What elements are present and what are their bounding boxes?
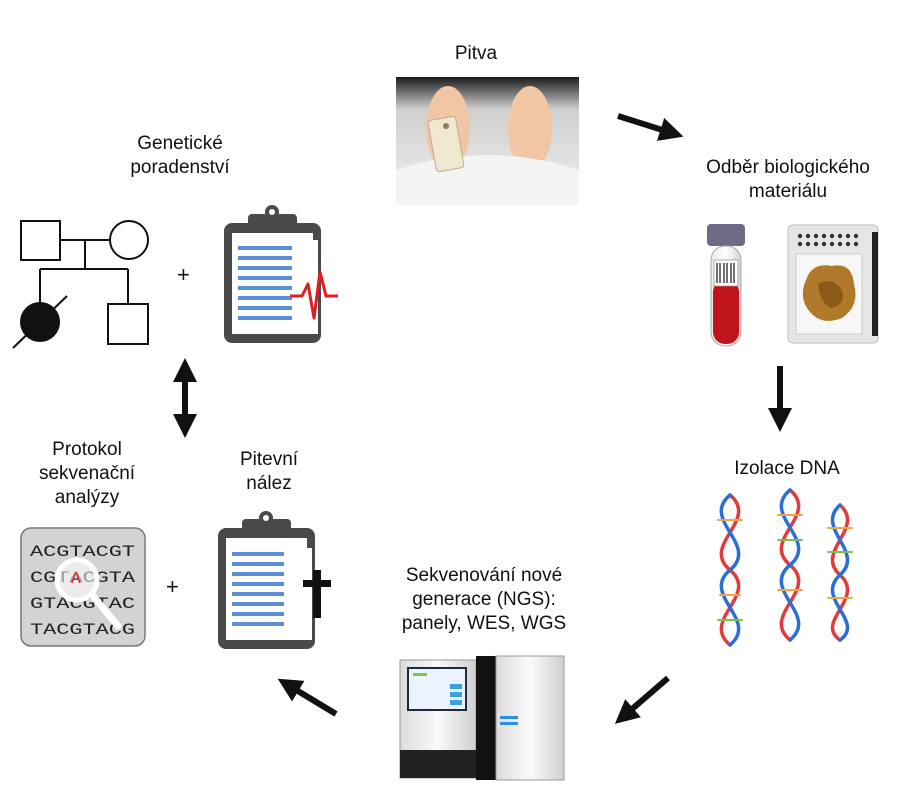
label-autopsy: Pitva [454, 43, 498, 64]
flow-arrows [173, 113, 792, 724]
magnifier-icon [88, 591, 122, 630]
plus-sign-top: + [177, 262, 190, 287]
sequence-row-3: GTACGTAC [30, 595, 135, 613]
pedigree-mother [109, 220, 149, 260]
clipboard-cross-icon [218, 511, 331, 649]
tissue-cassette-icon [787, 224, 879, 344]
arrow-dna-to-sequencing [614, 675, 670, 724]
pedigree-son [107, 303, 149, 345]
magnifier-lens [54, 557, 100, 603]
highlighted-base: A [71, 570, 81, 588]
arrow-sequencing-to-finding [277, 678, 338, 717]
pedigree-father [20, 220, 61, 261]
sequence-row-4: TACGTACG [30, 621, 135, 639]
label-dna-isolation: Izolace DNA [734, 458, 840, 479]
cross-icon [303, 570, 331, 618]
sequencer-machine-image [399, 655, 565, 781]
pedigree-chart [12, 220, 149, 349]
dna-helix-image [717, 488, 853, 647]
arrow-autopsy-to-sampling [617, 113, 684, 141]
plus-sign-bottom: + [166, 574, 179, 599]
clipboard-heart-icon [224, 205, 338, 343]
blood-tube-icon [707, 224, 745, 347]
heart-rate-icon [290, 270, 338, 320]
autopsy-photo [396, 77, 579, 205]
sequence-protocol-card: ACGTACGT CGTACGTA GTACGTAC TACGTACG A [20, 527, 146, 647]
sequence-row-1: ACGTACGT [30, 543, 135, 561]
